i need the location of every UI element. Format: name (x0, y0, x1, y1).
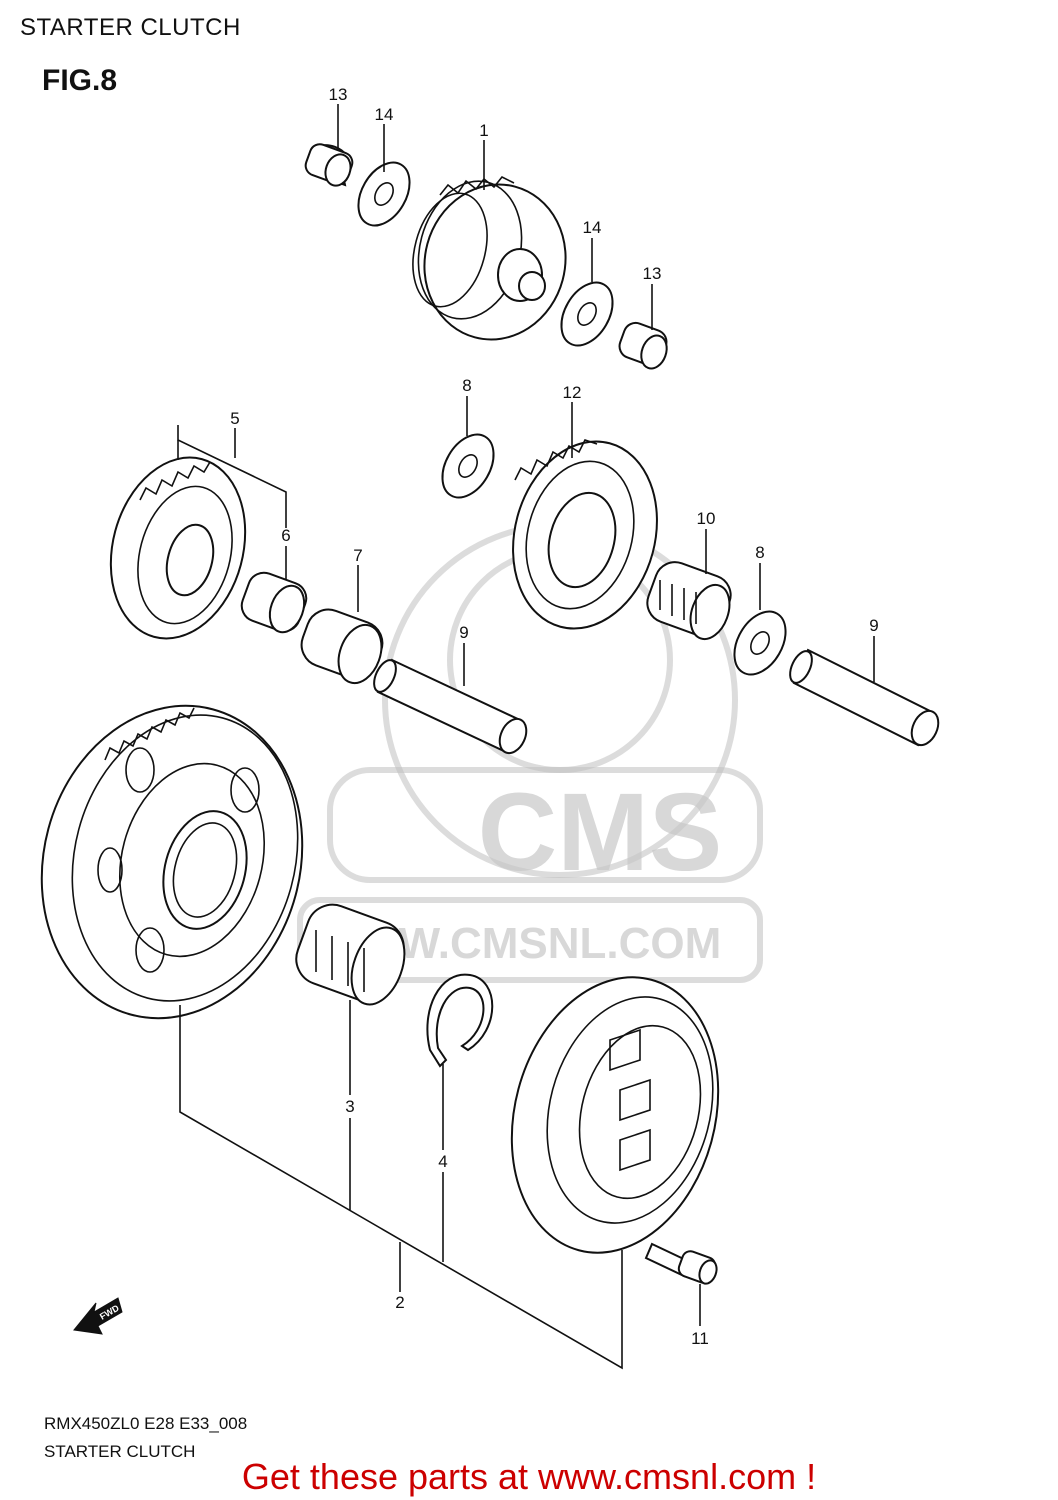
part-1-idle-gear (412, 175, 567, 341)
part-14-washer-top (357, 161, 411, 227)
part-12-gear (512, 439, 658, 630)
watermark-url: W.CMSNL.COM (399, 919, 722, 968)
callout-10: 10 (697, 509, 716, 528)
diagram-subtitle: STARTER CLUTCH (44, 1442, 196, 1461)
leader-lines (177, 104, 875, 1370)
callout-6: 6 (281, 526, 290, 545)
part-3-needle-bearing (295, 903, 406, 1006)
diagram-code: RMX450ZL0 E28 E33_008 (44, 1414, 248, 1433)
callout-2: 2 (395, 1293, 404, 1312)
part-8-washer-top (441, 433, 495, 499)
callout-14-top: 14 (375, 105, 394, 124)
part-10-needle-bearing (646, 561, 732, 641)
figure-number: FIG.8 (42, 64, 118, 97)
part-9-shaft-right (789, 648, 940, 747)
callout-4: 4 (438, 1152, 447, 1171)
callout-1: 1 (479, 121, 488, 140)
callout-9-left: 9 (459, 623, 468, 642)
part-13-bushing-mid (618, 321, 668, 370)
cms-watermark: CMS W.CMSNL.COM (297, 522, 763, 983)
part-7-bushing (300, 608, 384, 685)
part-4-circlip (426, 973, 494, 1068)
callout-12: 12 (563, 383, 582, 402)
part-13-bushing-top (304, 143, 354, 187)
callout-13-mid: 13 (643, 264, 662, 283)
cta-link[interactable]: Get these parts at www.cmsnl.com ! (241, 1456, 817, 1497)
callout-8-right: 8 (755, 543, 764, 562)
part-6-bearing (240, 571, 308, 634)
callout-9-right: 9 (869, 616, 878, 635)
part-2-starter-clutch-gear (40, 704, 304, 1020)
part-2-one-way-clutch (510, 976, 720, 1254)
callout-14-mid: 14 (583, 218, 602, 237)
part-9-shaft-left (373, 658, 528, 755)
page-header: STARTER CLUTCH (20, 14, 241, 41)
fwd-arrow-icon: FWD (73, 1297, 123, 1335)
callout-3: 3 (345, 1097, 354, 1116)
part-5-gear (109, 456, 247, 640)
part-8-washer-right (733, 610, 787, 676)
callout-11: 11 (691, 1329, 709, 1348)
watermark-brand: CMS (478, 771, 722, 894)
callout-7: 7 (353, 546, 362, 565)
callout-5: 5 (230, 409, 239, 428)
callout-13-top: 13 (329, 85, 348, 104)
callout-8-top: 8 (462, 376, 471, 395)
part-11-bolt (644, 1242, 718, 1285)
part-14-washer-mid (560, 281, 614, 347)
